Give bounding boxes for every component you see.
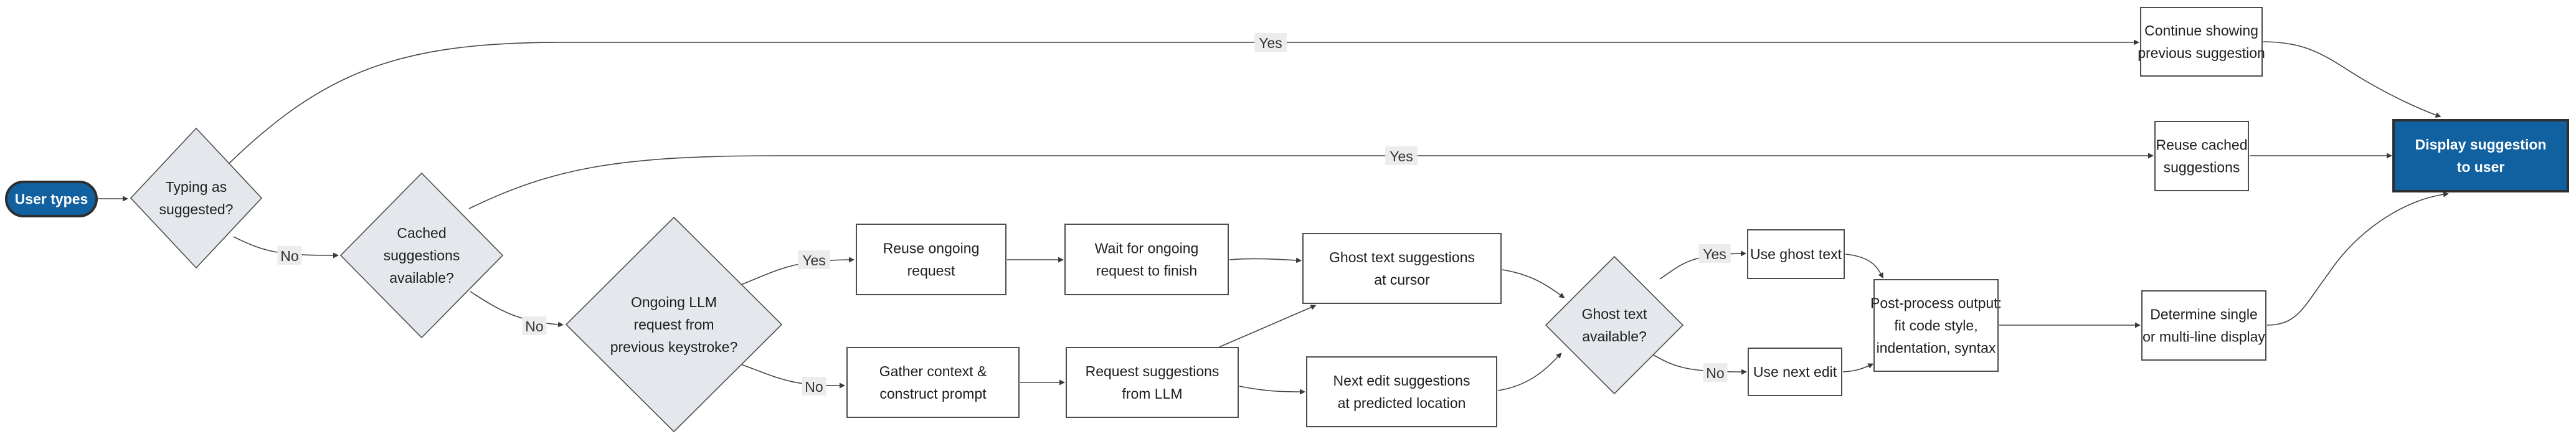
node-reuse-ongoing: Reuse ongoing request [856,224,1006,295]
edge-label-no: No [277,246,302,265]
node-label-line: Use ghost text [1750,246,1842,262]
node-label-line: at predicted location [1338,395,1466,411]
node-gather-context: Gather context & construct prompt [846,347,1020,418]
node-label-line: Ongoing LLM [631,294,717,310]
edge-typing-yes-continue [227,39,2139,165]
edge-determine-to-display [2266,191,2449,326]
edge-cached-yes-reusecached [468,153,2154,209]
edge-typing-no-cached [233,236,339,258]
node-label-line: suggestions [2164,159,2240,176]
edge-label-text: Yes [802,252,826,268]
node-label-line: Request suggestions [1086,363,1219,379]
node-continue-previous: Continue showing previous suggestion [2138,7,2265,77]
node-label-line: Wait for ongoing [1095,240,1199,257]
edge-label-yes: Yes [1385,146,1418,165]
node-label-line: Post-process output: [1870,295,2002,311]
edge-dghost-no-usenext [1653,354,1747,375]
node-d-typing: Typing as suggested? [130,127,263,269]
node-label-line: User types [15,191,88,207]
node-request-llm: Request suggestions from LLM [1066,347,1239,418]
node-label-line: Gather context & [879,363,987,379]
node-label-line: Typing as [166,179,227,195]
node-label-line: Display suggestion [2415,136,2547,153]
edge-label-text: Yes [1703,246,1726,262]
edge-continue-to-display [2263,41,2441,118]
edge-label-text: No [1706,365,1724,381]
node-label-line: Ghost text suggestions [1329,249,1475,265]
node-label-line: indentation, syntax [1877,340,1996,356]
node-use-ghost: Use ghost text [1747,229,1845,279]
node-label-line: available? [1582,328,1647,344]
node-label-line: Use next edit [1753,364,1837,380]
edge-nexteditbox-to-dghost [1497,353,1562,391]
edge-label-text: No [525,318,543,334]
edge-label-no: No [522,316,547,335]
node-reuse-cached: Reuse cached suggestions [2154,121,2249,191]
edge-label-yes: Yes [1254,33,1287,52]
node-label-line: construct prompt [879,386,987,402]
node-label-line: request from [633,316,714,333]
node-label-line: previous suggestion [2138,45,2265,61]
edge-label-no: No [1703,363,1728,382]
edge-request-to-ghostbox [1219,305,1317,348]
node-label-line: Reuse ongoing [883,240,980,257]
node-d-cached: Cached suggestions available? [339,172,504,339]
edge-label-no: No [802,377,826,396]
node-label-line: suggestions [384,247,460,263]
node-label-line: request to finish [1096,263,1197,279]
node-start: User types [5,181,98,217]
edge-usenext-to-post [1842,363,1874,372]
node-next-edit-suggestions: Next edit suggestions at predicted locati… [1306,356,1497,427]
node-label-line: Reuse cached [2156,137,2247,153]
node-label-line: previous keystroke? [610,339,738,355]
node-wait-finish: Wait for ongoing request to finish [1064,224,1229,295]
edge-label-yes: Yes [1698,244,1731,263]
node-label-line: suggested? [159,201,234,217]
node-post-process: Post-process output: fit code style, inden… [1870,279,2002,372]
node-use-next-edit: Use next edit [1748,348,1842,396]
edge-wait-to-ghostbox [1229,257,1302,263]
node-label-line: Cached [397,225,446,241]
edge-request-to-nexteditbox [1239,386,1305,395]
node-display-user: Display suggestion to user [2392,119,2569,192]
node-label-line: request [907,263,955,279]
edge-label-yes: Yes [798,250,830,269]
node-d-ghost: Ghost text available? [1545,255,1684,395]
edge-label-text: No [805,379,823,395]
edge-ghostbox-to-dghost [1502,269,1565,298]
edge-label-text: No [280,248,298,264]
node-label-line: Continue showing [2144,22,2258,39]
node-label-line: available? [389,270,454,286]
edge-label-text: Yes [1259,35,1282,51]
node-ghost-suggestions: Ghost text suggestions at cursor [1302,233,1502,304]
node-label-line: Next edit suggestions [1333,372,1470,389]
edge-useghost-to-post [1845,254,1883,279]
node-label-line: at cursor [1374,272,1430,288]
node-label-line: fit code style, [1894,318,1977,334]
nodes-layer: User types Typing as suggested? Cached sugge… [5,7,2569,433]
node-label-line: to user [2457,159,2505,175]
edges-layer [98,39,2449,395]
node-d-ongoing: Ongoing LLM request from previous keystrok… [565,216,783,433]
node-label-line: Determine single [2150,306,2258,323]
node-label-line: Ghost text [1582,306,1647,322]
node-label-line: or multi-line display [2143,329,2265,345]
edge-label-text: Yes [1390,148,1413,164]
node-label-line: from LLM [1122,386,1182,402]
node-determine-display: Determine single or multi-line display [2141,290,2266,361]
edge-ongoing-yes-reuseongoing [741,257,855,285]
